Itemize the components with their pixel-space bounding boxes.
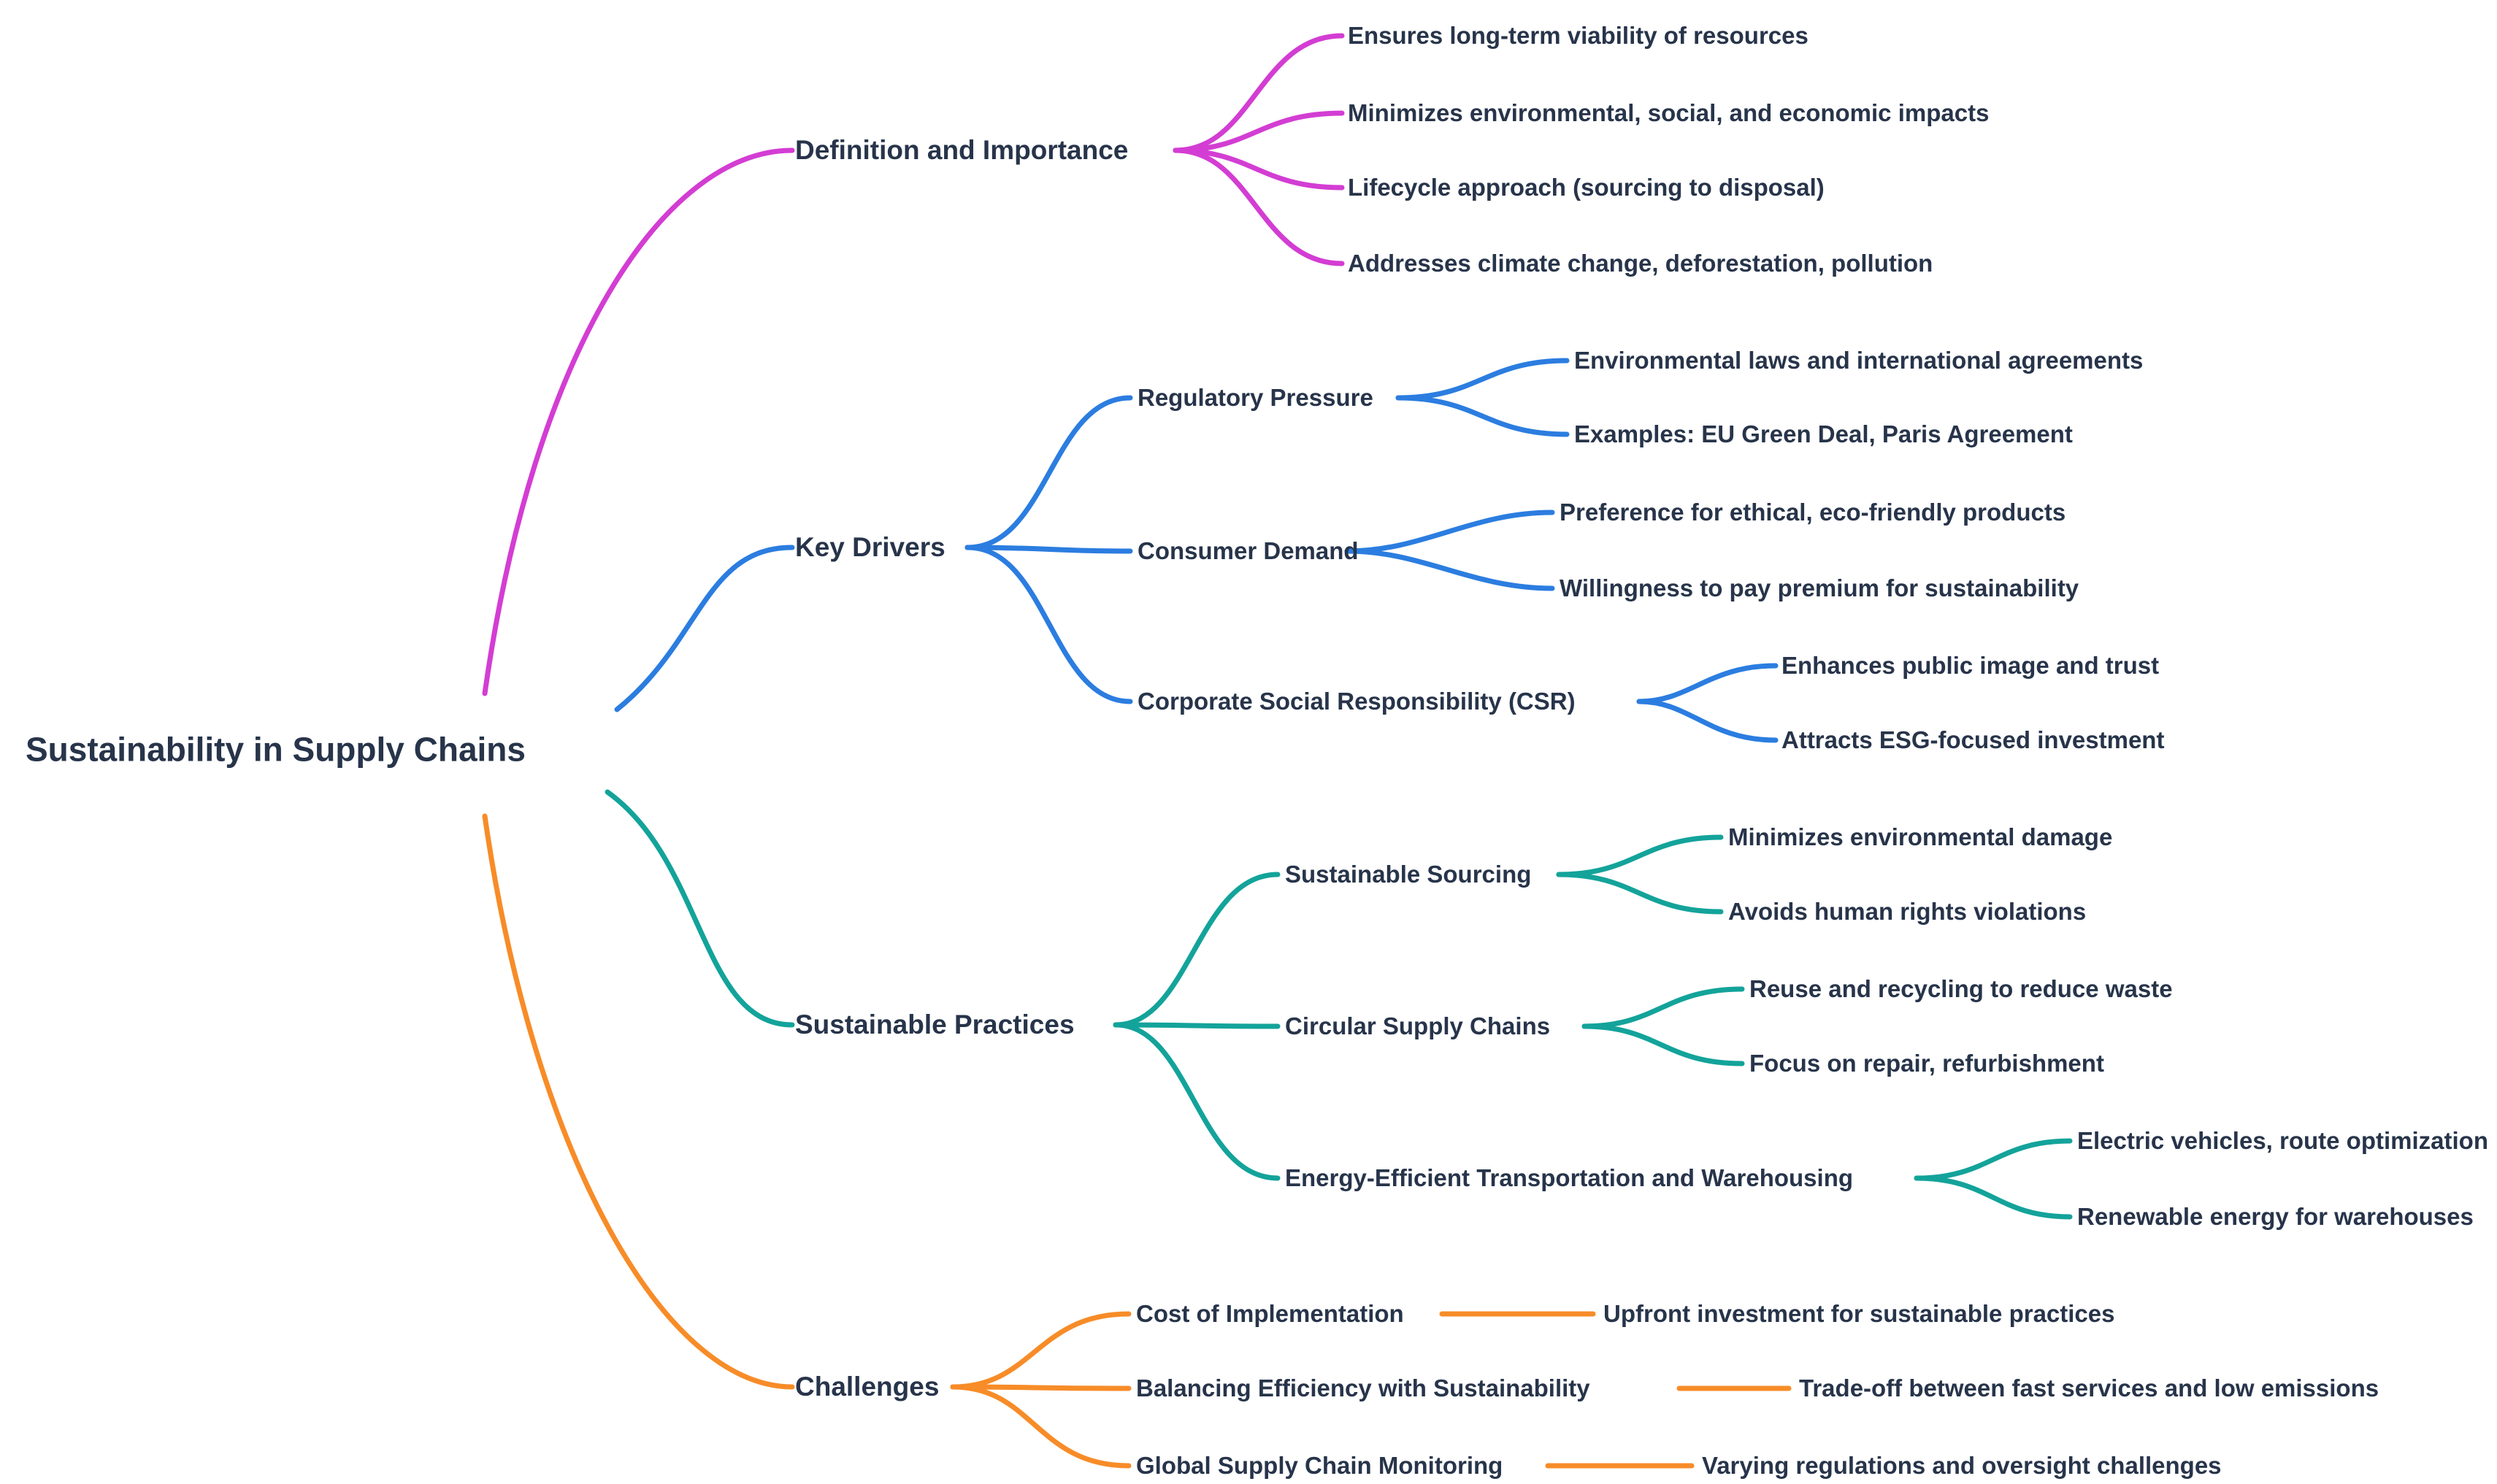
- leaf-varying-regulations: Varying regulations and oversight challe…: [1702, 1452, 2222, 1480]
- edge-key-drivers-to-consumer-demand: [964, 545, 1133, 554]
- edge-root-to-key-drivers: [614, 545, 795, 712]
- leaf-esg-investment: Attracts ESG-focused investment: [1781, 726, 2165, 754]
- edge-definition-to-lifecycle-approach: [1173, 147, 1345, 191]
- leaf-upfront-investment: Upfront investment for sustainable pract…: [1603, 1300, 2115, 1328]
- node-cost-of-implementation: Cost of Implementation: [1136, 1300, 1404, 1328]
- leaf-environmental-damage: Minimizes environmental damage: [1728, 823, 2113, 851]
- node-global-supply-chain-monitoring: Global Supply Chain Monitoring: [1136, 1452, 1503, 1480]
- branch-definition-and-importance: Definition and Importance: [795, 134, 1129, 165]
- leaf-minimizes-impacts: Minimizes environmental, social, and eco…: [1348, 99, 1990, 127]
- edge-definition-to-long-term-viability: [1173, 33, 1345, 153]
- node-regulatory-pressure: Regulatory Pressure: [1138, 384, 1373, 412]
- leaf-public-image-trust: Enhances public image and trust: [1781, 652, 2160, 680]
- edge-practices-to-circular-supply-chains: [1113, 1022, 1281, 1029]
- edge-practices-to-energy-efficient: [1113, 1022, 1281, 1181]
- node-energy-efficient-transportation: Energy-Efficient Transportation and Ware…: [1285, 1164, 1854, 1192]
- leaf-eu-green-deal: Examples: EU Green Deal, Paris Agreement: [1574, 420, 2073, 448]
- edge-sourcing-to-environmental-damage: [1556, 834, 1724, 877]
- leaf-lifecycle-approach: Lifecycle approach (sourcing to disposal…: [1348, 174, 1825, 201]
- leaf-human-rights-violations: Avoids human rights violations: [1728, 898, 2087, 926]
- branch-challenges: Challenges: [795, 1371, 940, 1402]
- branch-sustainable-practices: Sustainable Practices: [795, 1009, 1075, 1039]
- edge-regulatory-to-environmental-laws: [1395, 358, 1570, 401]
- leaf-renewable-energy: Renewable energy for warehouses: [2077, 1203, 2474, 1231]
- node-circular-supply-chains: Circular Supply Chains: [1285, 1012, 1551, 1040]
- node-consumer-demand: Consumer Demand: [1138, 537, 1359, 565]
- edge-energy-to-electric-vehicles: [1914, 1138, 2073, 1181]
- node-corporate-social-responsibility: Corporate Social Responsibility (CSR): [1138, 688, 1576, 715]
- edge-energy-to-renewable-energy: [1914, 1175, 2073, 1220]
- edge-consumer-to-preference: [1344, 510, 1555, 554]
- leaf-reuse-recycling: Reuse and recycling to reduce waste: [1749, 975, 2173, 1003]
- edge-regulatory-to-examples: [1395, 395, 1570, 437]
- edge-root-to-sustainable-practices: [605, 789, 795, 1028]
- edge-definition-to-addresses-climate: [1173, 147, 1345, 266]
- edge-root-to-definition-and-importance: [482, 147, 795, 696]
- edge-circular-to-repair-refurbishment: [1581, 1023, 1745, 1066]
- edge-challenges-to-cost: [950, 1311, 1132, 1390]
- edge-sourcing-to-human-rights: [1556, 872, 1724, 915]
- leaf-preference-ethical-products: Preference for ethical, eco-friendly pro…: [1560, 499, 2066, 526]
- edge-challenges-to-monitoring: [950, 1384, 1132, 1469]
- edge-key-drivers-to-csr: [964, 545, 1133, 704]
- root-node: Sustainability in Supply Chains: [26, 730, 526, 769]
- leaf-repair-refurbishment: Focus on repair, refurbishment: [1749, 1050, 2104, 1077]
- leaf-addresses-climate-change: Addresses climate change, deforestation,…: [1348, 250, 1933, 277]
- node-balancing-efficiency: Balancing Efficiency with Sustainability: [1136, 1375, 1590, 1402]
- leaf-long-term-viability: Ensures long-term viability of resources: [1348, 22, 1808, 50]
- edge-practices-to-sustainable-sourcing: [1113, 872, 1281, 1028]
- edge-consumer-to-willingness: [1344, 548, 1555, 591]
- edge-csr-to-esg-investment: [1636, 699, 1779, 743]
- leaf-environmental-laws: Environmental laws and international agr…: [1574, 347, 2144, 374]
- edge-circular-to-reuse-recycling: [1581, 986, 1745, 1029]
- leaf-electric-vehicles: Electric vehicles, route optimization: [2077, 1127, 2488, 1155]
- leaf-trade-off-fast-services: Trade-off between fast services and low …: [1799, 1375, 2379, 1402]
- edge-csr-to-public-image: [1636, 663, 1779, 704]
- edge-key-drivers-to-regulatory-pressure: [964, 395, 1133, 550]
- edge-challenges-to-balancing: [950, 1384, 1132, 1391]
- edge-root-to-challenges: [482, 813, 795, 1390]
- edge-definition-to-minimizes-impacts: [1173, 110, 1345, 153]
- branch-key-drivers: Key Drivers: [795, 531, 946, 562]
- node-sustainable-sourcing: Sustainable Sourcing: [1285, 861, 1532, 888]
- leaf-willingness-pay-premium: Willingness to pay premium for sustainab…: [1560, 574, 2079, 602]
